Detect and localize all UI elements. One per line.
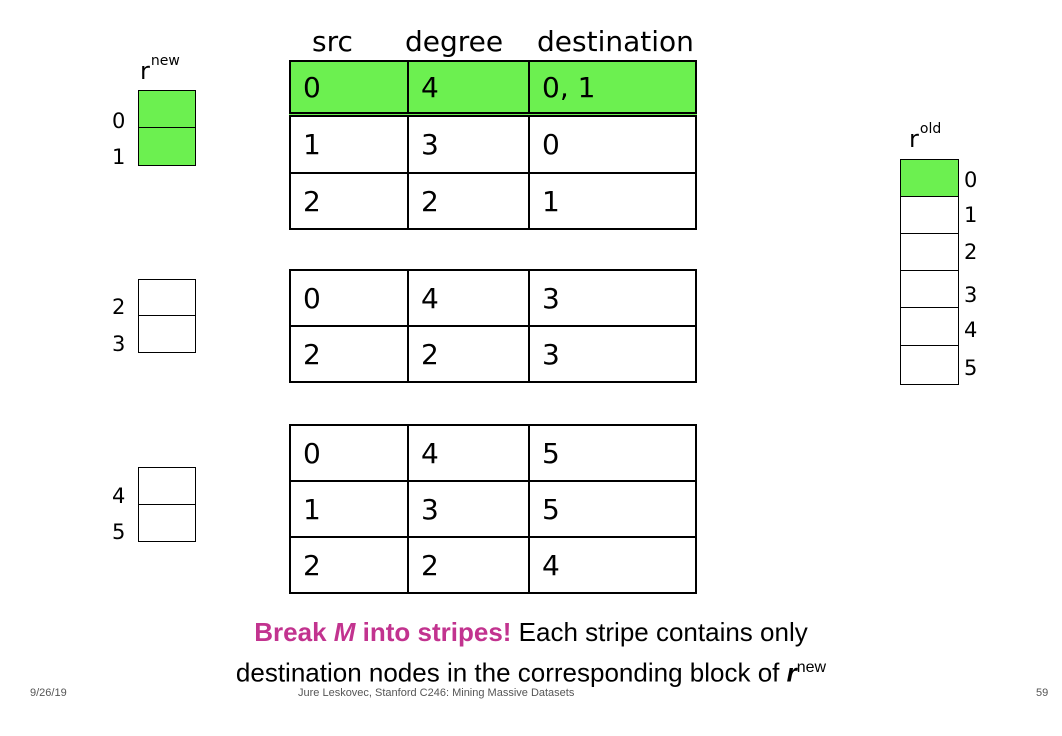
- caption-line-2: destination nodes in the corresponding b…: [0, 650, 1062, 691]
- caption-r-symbol: r: [786, 657, 797, 688]
- src-cell: 2: [289, 174, 407, 228]
- destination-cell: 4: [528, 538, 697, 592]
- footer-page-number: 59: [1036, 687, 1049, 699]
- header-destination: destination: [537, 25, 694, 58]
- caption-rest-1: Each stripe contains only: [511, 617, 808, 647]
- r-new-index-5: 5: [112, 520, 126, 544]
- r-old-label: rold: [909, 121, 941, 153]
- caption-bold-2: into stripes!: [355, 617, 512, 647]
- header-src: src: [312, 25, 353, 58]
- stripe-3-table: 0 4 5 1 3 5 2 2 4: [289, 424, 697, 594]
- r-old-cell-5: [900, 345, 959, 385]
- destination-cell: 5: [528, 482, 697, 536]
- r-old-index-0: 0: [964, 168, 978, 192]
- degree-cell: 3: [407, 482, 528, 536]
- caption-matrix-symbol: M: [333, 617, 356, 647]
- header-degree: degree: [405, 25, 504, 58]
- destination-cell: 1: [528, 174, 697, 228]
- r-new-cell-2: [138, 279, 196, 317]
- stripe-1-table: 0 4 0, 1 1 3 0 2 2 1: [289, 60, 697, 230]
- caption-bold-1: Break: [254, 617, 334, 647]
- src-cell: 2: [289, 327, 407, 381]
- r-new-index-1: 1: [112, 145, 126, 169]
- footer-date: 9/26/19: [30, 687, 67, 699]
- src-cell: 2: [289, 538, 407, 592]
- table-row: 0 4 5: [289, 426, 697, 482]
- r-new-cell-0: [138, 90, 196, 129]
- destination-cell: 0, 1: [528, 62, 697, 112]
- r-new-index-2: 2: [112, 295, 126, 319]
- src-cell: 0: [289, 426, 407, 480]
- table-row: 1 3 0: [289, 117, 697, 174]
- r-old-cell-0: [900, 159, 959, 198]
- degree-cell: 4: [407, 271, 528, 325]
- table-row: 2 2 1: [289, 174, 697, 230]
- table-row: 1 3 5: [289, 482, 697, 538]
- r-old-cell-3: [900, 270, 959, 309]
- table-row: 2 2 4: [289, 538, 697, 594]
- caption-line-2-text: destination nodes in the corresponding b…: [235, 657, 787, 688]
- src-cell: 1: [289, 117, 407, 172]
- destination-cell: 3: [528, 271, 697, 325]
- r-old-index-3: 3: [964, 283, 978, 307]
- r-old-index-2: 2: [964, 240, 978, 264]
- stripe-2-table: 0 4 3 2 2 3: [289, 269, 697, 383]
- src-cell: 1: [289, 482, 407, 536]
- r-new-cell-1: [138, 127, 196, 166]
- degree-cell: 4: [407, 62, 528, 112]
- r-old-cell-2: [900, 233, 959, 272]
- table-row: 0 4 3: [289, 271, 697, 327]
- src-cell: 0: [289, 271, 407, 325]
- src-cell: 0: [289, 62, 407, 112]
- destination-cell: 3: [528, 327, 697, 381]
- caption-line-1: Break M into stripes! Each stripe contai…: [0, 615, 1062, 650]
- r-new-cell-5: [138, 504, 196, 542]
- r-new-cell-3: [138, 315, 196, 353]
- table-row: 2 2 3: [289, 327, 697, 383]
- degree-cell: 2: [407, 174, 528, 228]
- r-old-index-1: 1: [964, 203, 978, 227]
- degree-cell: 4: [407, 426, 528, 480]
- caption-r-sup: new: [796, 659, 827, 676]
- table-row: 0 4 0, 1: [289, 62, 697, 117]
- r-new-index-3: 3: [112, 332, 126, 356]
- r-new-cell-4: [138, 467, 196, 506]
- r-new-label: rnew: [140, 53, 180, 85]
- degree-cell: 2: [407, 538, 528, 592]
- r-old-cell-4: [900, 307, 959, 347]
- r-old-letter: r: [909, 125, 919, 153]
- r-old-index-5: 5: [964, 356, 978, 380]
- caption-emphasis: Break M into stripes!: [254, 617, 511, 647]
- degree-cell: 2: [407, 327, 528, 381]
- destination-cell: 0: [528, 117, 697, 172]
- destination-cell: 5: [528, 426, 697, 480]
- r-new-index-0: 0: [112, 109, 126, 133]
- r-new-sup: new: [150, 53, 180, 69]
- r-new-letter: r: [140, 57, 150, 85]
- degree-cell: 3: [407, 117, 528, 172]
- footer-credit: Jure Leskovec, Stanford C246: Mining Mas…: [298, 687, 575, 699]
- r-old-index-4: 4: [964, 318, 978, 342]
- r-old-cell-1: [900, 196, 959, 235]
- r-old-sup: old: [919, 121, 942, 137]
- r-new-index-4: 4: [112, 484, 126, 508]
